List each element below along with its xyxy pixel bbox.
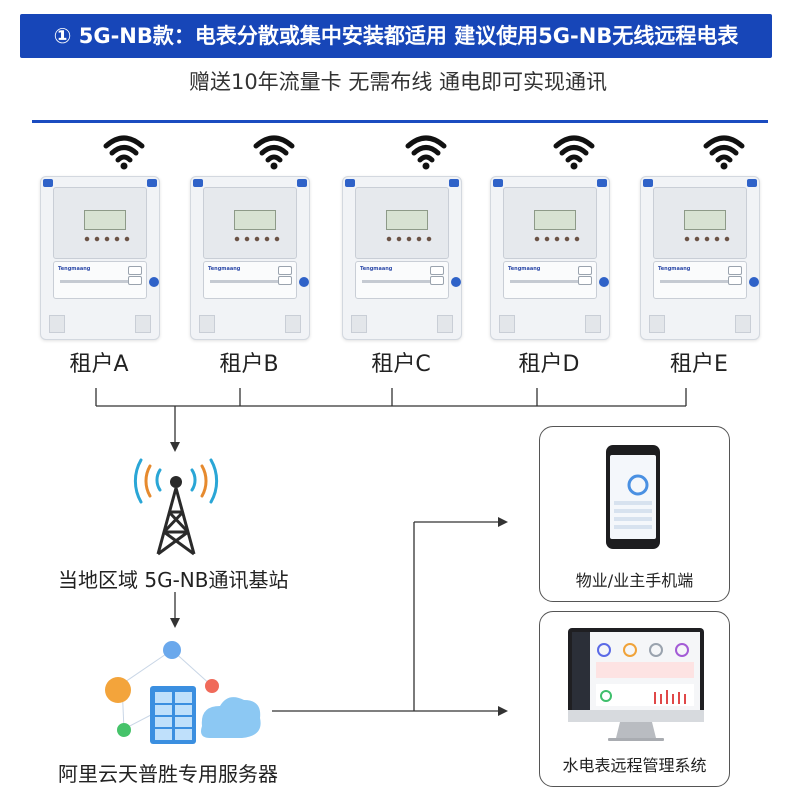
meter-lcd [84,210,126,230]
meter-lcd [684,210,726,230]
tenant-e: Tengmaang 租户E [640,132,760,382]
base-station-label: 当地区域 5G-NB通讯基站 [58,568,289,592]
tenant-label: 租户B [219,352,279,377]
tenant-b: Tengmaang 租户B [190,132,310,382]
mobile-card-label: 物业/业主手机端 [575,571,694,590]
electric-meter: Tengmaang [190,176,310,340]
meter-lcd [534,210,576,230]
tenant-label: 租户C [371,352,431,377]
antenna-tower-icon [133,458,219,556]
wifi-icon [103,135,145,170]
cloud-server-icon [105,641,261,744]
tenant-d: Tengmaang 租户D [490,132,610,382]
wifi-icon [703,135,745,170]
meter-brand: Tengmaang [208,266,241,272]
tenant-label: 租户A [69,352,129,377]
meter-brand: Tengmaang [58,266,91,272]
divider-rule [32,120,768,123]
tenant-a: Tengmaang 租户A [40,132,160,382]
header-title: ① 5G-NB款：电表分散或集中安装都适用 建议使用5G-NB无线远程电表 [53,24,739,48]
meter-brand: Tengmaang [508,266,541,272]
system-card: 水电表远程管理系统 [539,611,730,787]
meter-brand: Tengmaang [658,266,691,272]
tenant-c: Tengmaang 租户C [342,132,462,382]
electric-meter: Tengmaang [40,176,160,340]
header-banner: ① 5G-NB款：电表分散或集中安装都适用 建议使用5G-NB无线远程电表 [20,14,772,58]
system-card-label: 水电表远程管理系统 [562,756,707,775]
tenant-label: 租户E [670,352,728,377]
electric-meter: Tengmaang [342,176,462,340]
smartphone-icon [606,445,660,549]
server-label: 阿里云天普胜专用服务器 [58,762,278,786]
meter-brand: Tengmaang [360,266,393,272]
tenant-label: 租户D [518,352,580,377]
wifi-icon [553,135,595,170]
mobile-card: 物业/业主手机端 [539,426,730,602]
meter-lcd [386,210,428,230]
meter-lcd [234,210,276,230]
wifi-icon [405,135,447,170]
electric-meter: Tengmaang [640,176,760,340]
wifi-icon [253,135,295,170]
electric-meter: Tengmaang [490,176,610,340]
subtitle: 赠送10年流量卡 无需布线 通电即可实现通讯 [188,70,608,94]
imac-monitor-icon [568,628,704,741]
